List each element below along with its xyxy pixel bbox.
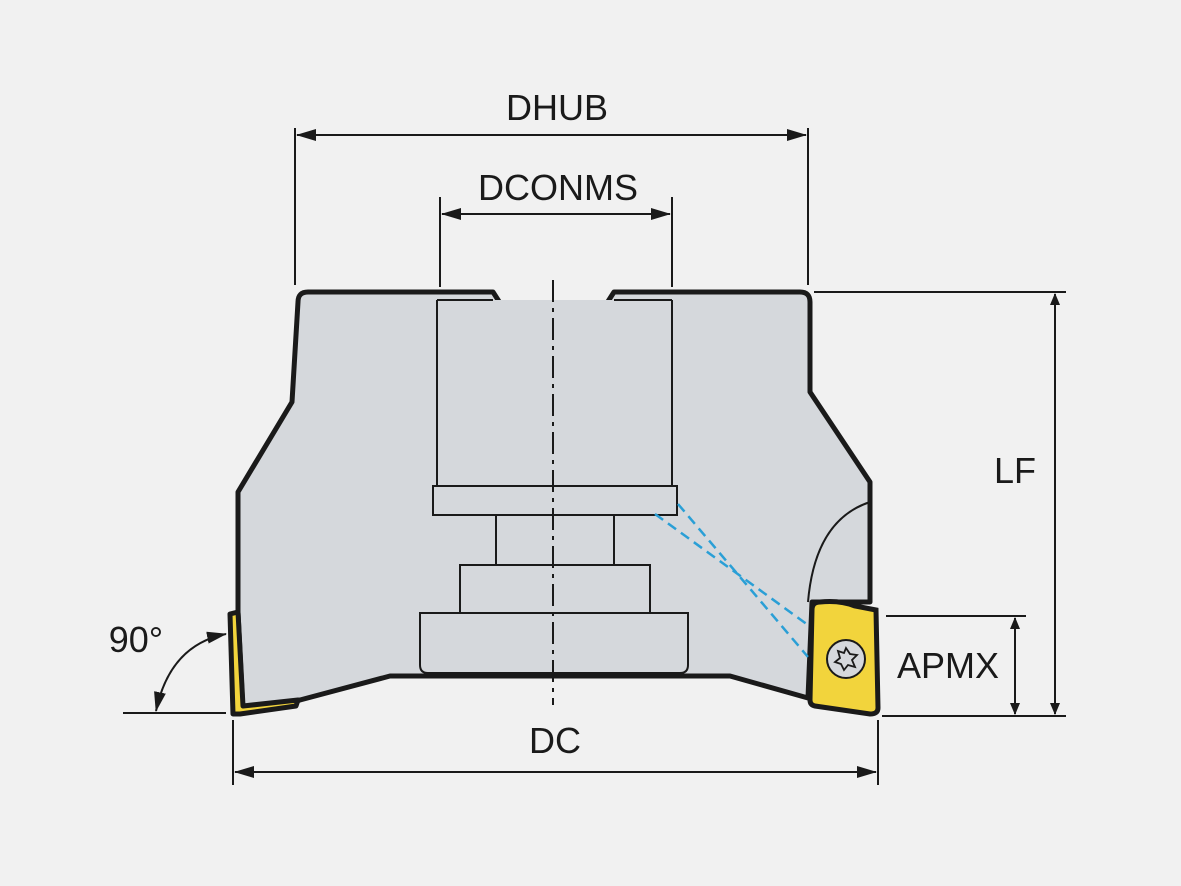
- torx-icon: [833, 646, 859, 672]
- step: [459, 564, 651, 614]
- coolant-channel: [677, 503, 809, 658]
- dconms-label: DCONMS: [478, 167, 638, 208]
- angle-label: 90°: [109, 619, 163, 660]
- left-insert: [227, 609, 301, 717]
- neck: [495, 514, 615, 566]
- dhub-label: DHUB: [506, 87, 608, 128]
- dc-label: DC: [529, 720, 581, 761]
- chip-pocket-curve: [807, 501, 871, 603]
- lf-label: LF: [994, 450, 1036, 491]
- apmx-label: APMX: [897, 645, 999, 686]
- angle-arc: [154, 631, 227, 712]
- shank-bore: [436, 300, 673, 487]
- flange: [432, 485, 678, 516]
- torx-screw: [826, 639, 866, 679]
